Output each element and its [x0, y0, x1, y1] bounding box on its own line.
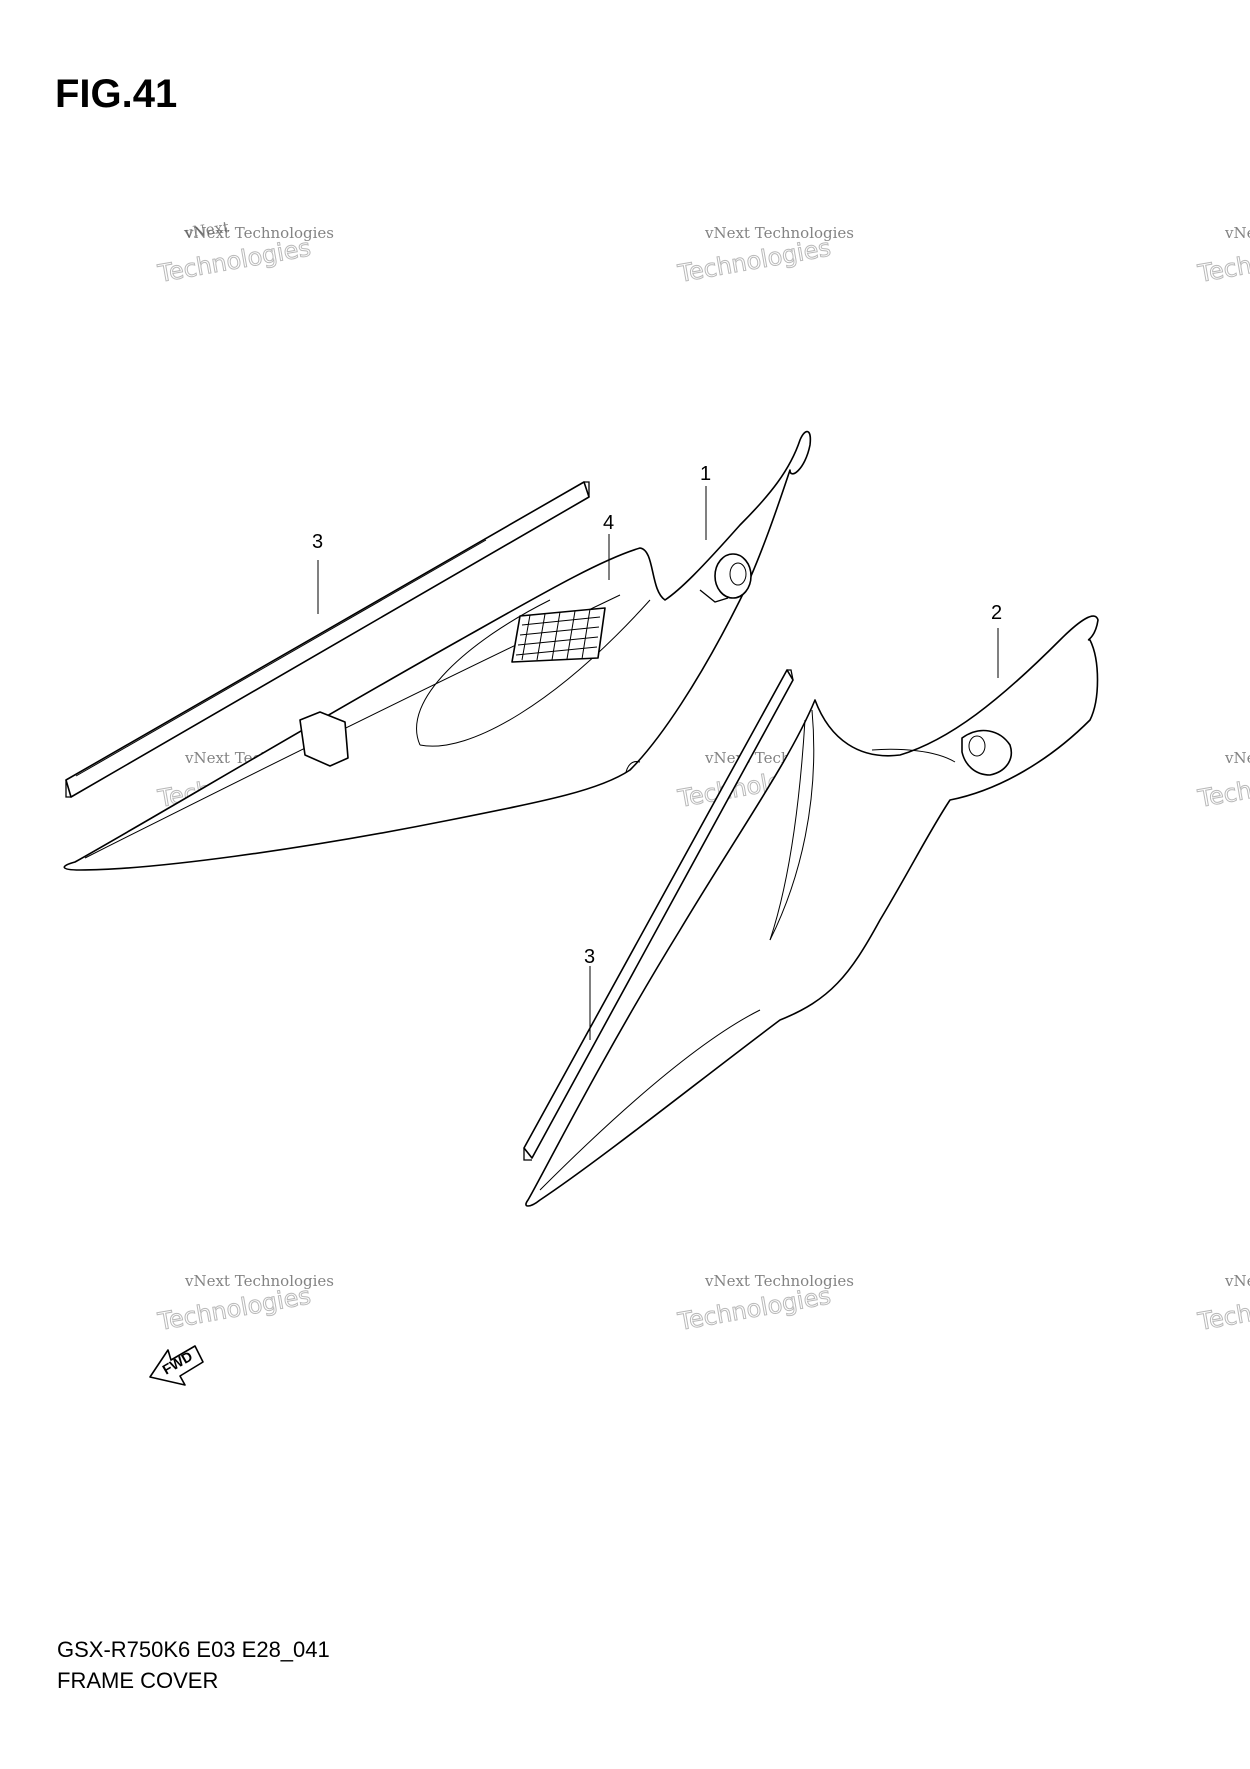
watermark-tile: vNext Technologies Technologies — [155, 1272, 334, 1337]
watermark-tile: vNext Technologies Technologies — [675, 224, 854, 289]
callout-3b: 3 — [584, 946, 595, 968]
figure-title: FIG.41 — [55, 72, 178, 116]
svg-text:vNext Technologies: vNext Technologies — [704, 224, 854, 242]
svg-text:vNext Technologies: vNext Technologies — [704, 1272, 854, 1290]
svg-text:vNext Technologies: vNext Technologies — [1224, 1272, 1250, 1290]
part-3-upper-strip — [65, 481, 590, 798]
fwd-direction-arrow: FWD — [149, 1345, 204, 1386]
callout-2: 2 — [991, 602, 1002, 624]
watermark-tile: vNext Technologies Technologies — [1195, 1272, 1250, 1337]
callout-labels: 1 2 3 3 4 — [312, 463, 1002, 968]
part-3-lower-strip — [523, 669, 794, 1161]
part-4-mesh-plate — [511, 607, 606, 663]
watermark-tile: vNext Technologies Technologies — [1195, 224, 1250, 289]
watermark-tile: vNext vNext Technologies Technologies — [155, 218, 334, 289]
callout-4: 4 — [603, 512, 614, 534]
svg-text:vNext Technologies: vNext Technologies — [184, 1272, 334, 1290]
section-name: FRAME COVER — [57, 1668, 219, 1693]
svg-text:vNext Technologies: vNext Technologies — [1224, 224, 1250, 242]
callout-3a: 3 — [312, 531, 323, 553]
watermark-tile: vNext Technologies Technologies — [675, 1272, 854, 1337]
svg-text:vNext Technologies: vNext Technologies — [1224, 749, 1250, 767]
callout-1: 1 — [700, 463, 711, 485]
model-code: GSX-R750K6 E03 E28_041 — [57, 1637, 330, 1662]
watermark-tile: vNext Technologies Technologies — [1195, 749, 1250, 814]
callout-leaders — [317, 486, 999, 1040]
svg-text:vNext Technologies: vNext Technologies — [184, 224, 334, 242]
part-1-left-frame-cover — [63, 430, 812, 871]
part-2-right-frame-cover — [525, 615, 1099, 1207]
